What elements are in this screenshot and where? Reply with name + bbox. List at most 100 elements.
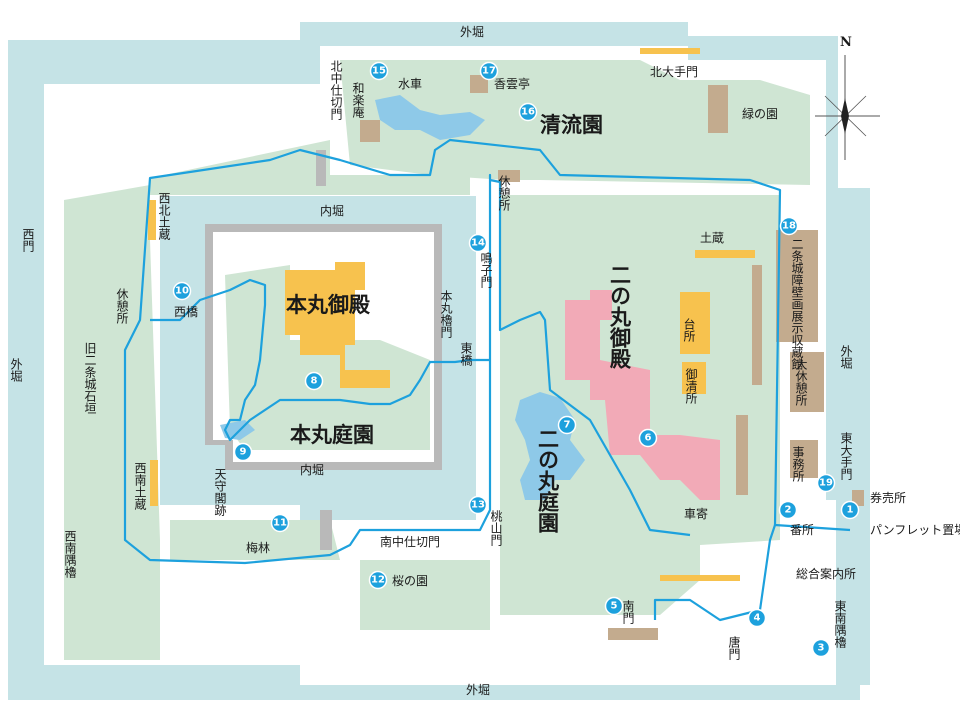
dozo-building xyxy=(695,250,755,258)
tenshukaku-label: 天守閣跡 xyxy=(213,468,227,517)
midori-building xyxy=(708,85,728,133)
kita-ote-mon-label: 北大手門 xyxy=(650,65,698,79)
svg-text:19: 19 xyxy=(819,478,833,489)
kara-mon-wall xyxy=(660,575,740,581)
stop-8[interactable]: 8 xyxy=(304,371,324,391)
pamphlet-label: パンフレット置場 xyxy=(870,523,960,537)
ticket-building xyxy=(852,490,864,506)
minami-mon-label: 南門 xyxy=(621,599,635,624)
wagaku-an-label: 和楽庵 xyxy=(351,82,365,119)
outer-moat-label-left: 外堀 xyxy=(9,358,23,383)
suisha-label: 水車 xyxy=(398,77,422,91)
ninomaru-palace-label: 二の丸御殿 xyxy=(608,264,633,370)
honmaru-yagura-mon-label: 本丸櫓門 xyxy=(439,290,453,338)
office-label: 事務所 xyxy=(791,446,805,482)
nanchu-shikiri-mon-label: 南中仕切門 xyxy=(380,534,440,549)
stop-13[interactable]: 13 xyxy=(468,495,488,515)
outer-moat-label-bottom: 外堀 xyxy=(466,682,490,697)
seiryu-en-label: 清流園 xyxy=(540,112,603,137)
inner-moat-label-bottom: 内堀 xyxy=(300,462,324,477)
seihoku-dozo-label: 西北土蔵 xyxy=(157,192,171,241)
stop-1[interactable]: 1 xyxy=(840,500,860,520)
long-gray-building-2 xyxy=(736,415,748,495)
stop-9[interactable]: 9 xyxy=(233,442,253,462)
tonan-sumi-yagura-label: 東南隅櫓 xyxy=(833,600,847,649)
kara-mon-label: 唐門 xyxy=(727,635,741,660)
ninomaru-garden-label: 二の丸庭園 xyxy=(536,428,561,533)
stop-18[interactable]: 18 xyxy=(779,216,799,236)
higashi-bashi-label: 東橋 xyxy=(459,342,473,367)
svg-text:14: 14 xyxy=(471,238,485,249)
svg-text:8: 8 xyxy=(311,376,318,387)
nishi-mon-label: 西門 xyxy=(21,228,35,252)
inner-moat-label-top: 内堀 xyxy=(320,203,344,218)
stop-markers: 1 2 3 4 5 6 7 8 9 10 11 12 13 14 15 16 1… xyxy=(172,61,860,658)
svg-text:3: 3 xyxy=(818,643,825,654)
svg-text:13: 13 xyxy=(471,500,485,511)
svg-text:10: 10 xyxy=(175,286,189,297)
minami-mon-wall xyxy=(608,628,658,640)
compass-rose: N xyxy=(815,35,880,160)
rest-north-building xyxy=(498,170,520,182)
office-building xyxy=(790,440,818,478)
kounn-building xyxy=(470,75,488,93)
outer-moat-label-right: 外堀 xyxy=(839,345,853,370)
svg-text:12: 12 xyxy=(371,575,385,586)
stop-12[interactable]: 12 xyxy=(368,570,388,590)
wagaku-building xyxy=(360,120,380,142)
north-gate-wall xyxy=(640,48,700,54)
svg-text:7: 7 xyxy=(564,420,571,431)
stop-14[interactable]: 14 xyxy=(468,233,488,253)
inner-gate-gray xyxy=(320,510,332,550)
dozo-label: 土蔵 xyxy=(700,231,724,245)
svg-text:1: 1 xyxy=(847,505,854,516)
bansho-label: 番所 xyxy=(790,523,814,537)
seinan-dozo-label: 西南土蔵 xyxy=(133,462,147,511)
meiko-mon-label: 鳴子門 xyxy=(479,252,493,288)
info-label: 総合案内所 xyxy=(796,566,856,581)
rest-west-label: 休憩所 xyxy=(115,288,129,324)
outer-moat-label-top: 外堀 xyxy=(460,24,484,39)
seiryu-pond xyxy=(375,95,485,140)
svg-text:4: 4 xyxy=(754,613,761,624)
svg-text:18: 18 xyxy=(782,221,796,232)
stop-5[interactable]: 5 xyxy=(604,596,624,616)
ticket-label: 券売所 xyxy=(870,490,906,505)
stop-3[interactable]: 3 xyxy=(811,638,831,658)
tour-route xyxy=(123,138,851,622)
kounn-tei-label: 香雲亭 xyxy=(494,76,530,91)
hokuchu-shikiri-mon-label: 北中仕切門 xyxy=(329,60,343,120)
exhibition-label: 二条城障壁画展示収蔵館 xyxy=(790,238,804,370)
stop-17[interactable]: 17 xyxy=(479,61,499,81)
inner-gate-gray-2 xyxy=(316,150,326,186)
honmaru-palace-building xyxy=(285,262,390,388)
big-rest-label: 大休憩所 xyxy=(794,358,808,406)
rest-north-label: 休憩所 xyxy=(497,175,511,211)
okiyosho-label: 御清所 xyxy=(684,367,698,404)
honmaru-palace-label: 本丸御殿 xyxy=(286,292,371,317)
stop-4[interactable]: 4 xyxy=(747,608,767,628)
stop-11[interactable]: 11 xyxy=(270,513,290,533)
svg-text:6: 6 xyxy=(645,433,652,444)
stop-7[interactable]: 7 xyxy=(557,415,577,435)
stop-2[interactable]: 2 xyxy=(778,500,798,520)
stop-6[interactable]: 6 xyxy=(638,428,658,448)
stop-10[interactable]: 10 xyxy=(172,281,192,301)
seinan-dozo-building xyxy=(150,460,158,506)
svg-text:17: 17 xyxy=(482,66,496,77)
stop-19[interactable]: 19 xyxy=(816,473,836,493)
daidokoro-building xyxy=(680,292,710,354)
stop-15[interactable]: 15 xyxy=(369,61,389,81)
daidokoro-label: 台所 xyxy=(682,317,696,342)
seinan-sumi-yagura-label: 西南隅櫓 xyxy=(63,530,77,579)
stop-16[interactable]: 16 xyxy=(518,102,538,122)
midori-label: 緑の園 xyxy=(742,106,778,121)
svg-text:16: 16 xyxy=(521,107,535,118)
nishi-bashi-label: 西橋 xyxy=(174,305,198,319)
compass-north: N xyxy=(840,35,852,50)
kuruma-yose-label: 車寄 xyxy=(684,506,708,521)
svg-text:5: 5 xyxy=(611,601,618,612)
svg-text:15: 15 xyxy=(372,66,386,77)
svg-text:2: 2 xyxy=(785,505,792,516)
